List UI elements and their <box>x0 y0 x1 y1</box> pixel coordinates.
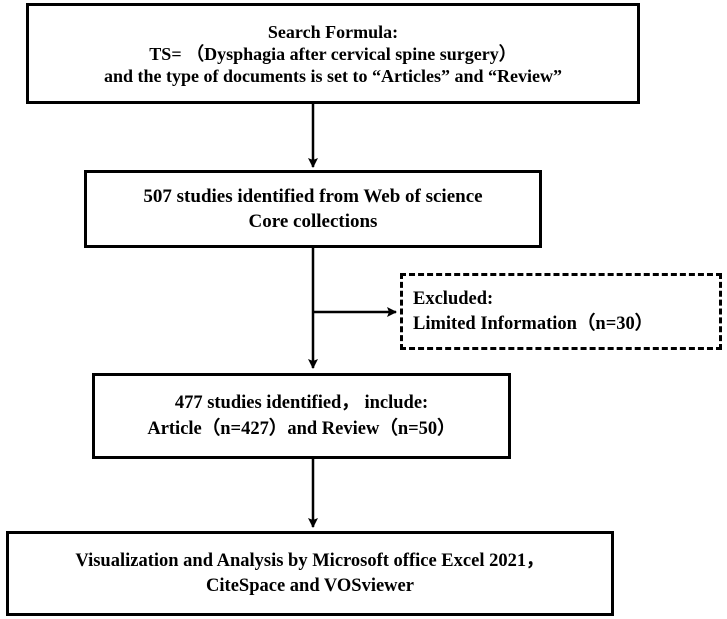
identified-studies-box: 507 studies identified from Web of scien… <box>84 170 542 248</box>
excluded-title: Excluded: <box>413 288 494 309</box>
search-formula-title: Search Formula: <box>267 21 399 42</box>
analysis-tools-line1: Visualization and Analysis by Microsoft … <box>75 550 545 571</box>
analysis-tools-line2: CiteSpace and VOSviewer <box>206 575 414 596</box>
excluded-reason: Limited Information（n=30） <box>413 313 654 334</box>
included-studies-box: 477 studies identified， include: Article… <box>92 373 511 459</box>
analysis-box: Visualization and Analysis by Microsoft … <box>6 531 614 616</box>
included-studies-count: 477 studies identified， include: <box>174 393 429 413</box>
identified-studies-count: 507 studies identified from Web of scien… <box>143 186 483 207</box>
identified-studies-source: Core collections <box>248 211 378 232</box>
included-studies-breakdown: Article（n=427）and Review（n=50） <box>147 419 456 439</box>
search-formula-document-types: and the type of documents is set to “Art… <box>104 65 562 86</box>
excluded-box: Excluded: Limited Information（n=30） <box>400 273 722 350</box>
search-formula-box: Search Formula: TS= （Dysphagia after cer… <box>26 3 640 104</box>
search-formula-query: TS= （Dysphagia after cervical spine surg… <box>149 43 517 64</box>
